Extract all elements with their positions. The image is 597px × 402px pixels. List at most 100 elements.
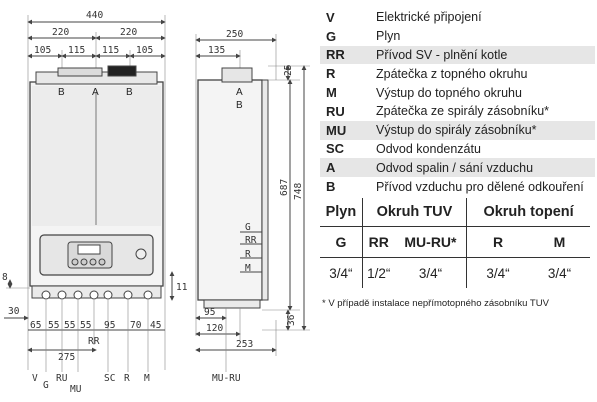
connection-header-row: Plyn Okruh TUV Okruh topení <box>320 198 590 227</box>
conn-label-ru: RU <box>56 373 68 384</box>
label-b-left: B <box>58 87 65 98</box>
legend-description: Elektrické připojení <box>376 10 482 25</box>
dim-55-c: 55 <box>80 320 91 331</box>
connection-code-row: G RR MU-RU* R M <box>320 226 590 258</box>
dim-220-right: 220 <box>120 27 137 38</box>
conn-label-sc: SC <box>104 373 115 384</box>
dim-120: 120 <box>206 323 223 334</box>
connection-size-table: Plyn Okruh TUV Okruh topení G RR MU-RU* … <box>320 198 590 288</box>
dim-55-b: 55 <box>64 320 75 331</box>
legend-description: Zpátečka z topného okruhu <box>376 66 528 81</box>
legend-code: R <box>326 66 336 82</box>
conn-label-m: M <box>144 373 150 384</box>
side-label-mu-ru: MU-RU <box>212 373 241 384</box>
dim-253: 253 <box>236 339 253 350</box>
conn-label-v: V <box>32 373 38 384</box>
dim-115-right: 115 <box>102 45 119 56</box>
code-rr: RR <box>361 226 395 258</box>
legend-row: SC Odvod kondenzátu <box>320 140 595 159</box>
legend-description: Plyn <box>376 29 401 44</box>
side-view <box>195 34 310 372</box>
legend-row: M Výstup do topného okruhu <box>320 83 595 102</box>
legend-code: G <box>326 28 337 44</box>
dim-105-right: 105 <box>136 45 153 56</box>
dim-95-side: 95 <box>204 307 215 318</box>
legend-description: Odvod spalin / sání vzduchu <box>376 158 595 178</box>
header-plyn: Plyn <box>325 204 357 220</box>
size-r: 3/4“ <box>466 257 529 288</box>
code-r: R <box>466 226 529 258</box>
dim-36: 36 <box>286 314 297 326</box>
front-view-labels: 440 220 220 105 115 115 105 B A B 8 30 1… <box>2 10 188 395</box>
front-view <box>4 15 175 372</box>
dim-220-left: 220 <box>52 27 69 38</box>
header-okruh-tuv: Okruh TUV <box>361 198 467 227</box>
side-conn-r: R <box>245 249 251 260</box>
size-rr: 1/2“ <box>361 257 395 288</box>
size-m: 3/4“ <box>528 257 590 288</box>
dim-70: 70 <box>130 320 142 331</box>
dim-440: 440 <box>86 10 103 21</box>
footnote: * V případě instalace nepřímotopného zás… <box>322 298 549 309</box>
side-conn-m: M <box>245 263 251 274</box>
code-mu-ru: MU-RU* <box>394 226 467 258</box>
dim-65: 65 <box>30 320 41 331</box>
dim-687: 687 <box>279 179 290 196</box>
side-view-labels: 250 135 A B G RR R M 25 687 748 36 95 12… <box>204 29 304 384</box>
legend-description: Přívod vzduchu pro dělené odkouření <box>376 179 584 194</box>
legend-description: Výstup do spirály zásobníku* <box>376 120 595 140</box>
side-conn-g: G <box>245 222 251 233</box>
connection-size-row: 3/4“ 1/2“ 3/4“ 3/4“ 3/4“ <box>320 257 590 288</box>
dim-105-left: 105 <box>34 45 51 56</box>
legend-code: RR <box>320 45 376 65</box>
dim-748: 748 <box>293 183 304 200</box>
legend-row: R Zpátečka z topného okruhu <box>320 64 595 83</box>
legend-row: G Plyn <box>320 27 595 46</box>
legend-code: MU <box>320 120 376 140</box>
label-rr-bottom: RR <box>88 336 100 347</box>
dim-135: 135 <box>208 45 225 56</box>
dim-8: 8 <box>2 272 8 283</box>
code-g: G <box>320 226 363 258</box>
legend-code: M <box>326 85 337 101</box>
dim-55-a: 55 <box>48 320 59 331</box>
legend-row: B Přívod vzduchu pro dělené odkouření <box>320 177 595 196</box>
dim-115-left: 115 <box>68 45 85 56</box>
dim-11: 11 <box>176 282 188 293</box>
label-a: A <box>92 87 99 98</box>
legend-row: RU Zpátečka ze spirály zásobníku* <box>320 102 595 121</box>
code-m: M <box>528 226 590 258</box>
dim-45: 45 <box>150 320 161 331</box>
side-conn-rr: RR <box>245 235 257 246</box>
size-mu-ru: 3/4“ <box>394 257 467 288</box>
side-label-a: A <box>236 87 243 98</box>
legend-code: V <box>326 9 335 25</box>
boiler-dimension-drawing: 440 220 220 105 115 115 105 B A B 8 30 1… <box>2 10 310 395</box>
dim-30: 30 <box>8 306 20 317</box>
legend-row: V Elektrické připojení <box>320 8 595 27</box>
legend-code: SC <box>326 141 345 157</box>
dim-250: 250 <box>226 29 243 40</box>
header-okruh-topeni: Okruh topení <box>466 198 590 227</box>
side-label-b: B <box>236 100 243 111</box>
legend-description: Výstup do topného okruhu <box>376 85 522 100</box>
legend-description: Odvod kondenzátu <box>376 141 481 156</box>
dim-95: 95 <box>104 320 115 331</box>
legend-code: B <box>326 179 336 195</box>
legend-code: A <box>320 158 376 178</box>
conn-label-g: G <box>43 380 49 391</box>
legend-description: Přívod SV - plnění kotle <box>376 45 595 65</box>
label-b-right: B <box>126 87 133 98</box>
conn-label-mu: MU <box>70 384 82 395</box>
conn-label-r: R <box>124 373 130 384</box>
dim-25: 25 <box>283 65 294 76</box>
legend-code: RU <box>326 103 345 119</box>
legend-description: Zpátečka ze spirály zásobníku* <box>376 104 550 119</box>
dim-275: 275 <box>58 352 75 363</box>
size-g: 3/4“ <box>320 257 363 288</box>
